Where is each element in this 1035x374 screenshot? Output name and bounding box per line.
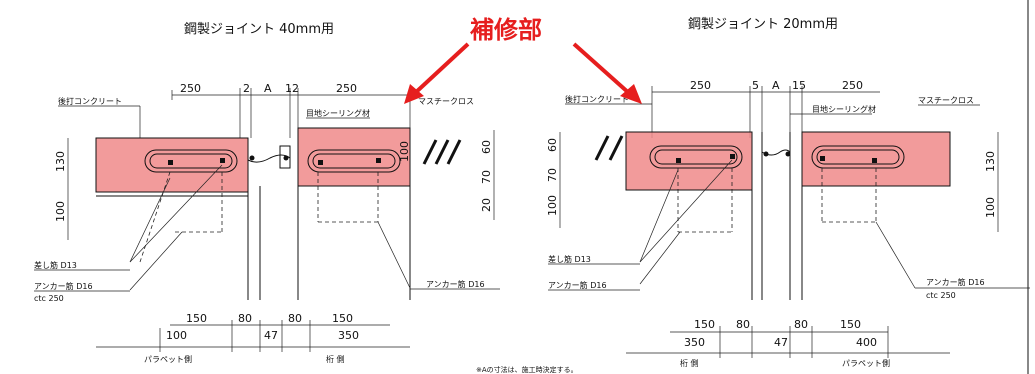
left-label-ctc: ctc 250: [34, 294, 64, 303]
right-dim-b47: 47: [774, 336, 788, 349]
left-label-mastic: マスチークロス: [418, 97, 474, 106]
right-title: 鋼製ジョイント 20mm用: [688, 17, 838, 32]
right-dim-b350: 350: [684, 336, 705, 349]
right-dim-100l: 100: [546, 195, 559, 216]
left-dim-60: 60: [480, 140, 493, 154]
repair-label: 補修部: [469, 16, 542, 44]
callout-arrow-right: [572, 42, 642, 104]
right-label-sealing: 目地シーリング材: [812, 104, 876, 114]
right-dim-b150a: 150: [694, 318, 715, 331]
left-title: 鋼製ジョイント 40mm用: [184, 22, 334, 37]
right-dim-b150b: 150: [840, 318, 861, 331]
right-label-anchor: アンカー筋 D16: [548, 280, 607, 290]
right-dim-a: A: [772, 79, 780, 92]
right-detail: 鋼製ジョイント 20mm用 250 5 A 15 250 後打コンクリート 目地…: [546, 17, 1030, 368]
left-dim-70: 70: [480, 170, 493, 184]
left-dim-100r: 100: [398, 141, 411, 162]
footnote: ※Aの寸法は、施工時決定する。: [476, 365, 578, 374]
right-dim-250a: 250: [690, 79, 711, 92]
right-dim-100r: 100: [984, 197, 997, 218]
right-dim-15: 15: [792, 79, 806, 92]
left-dim-100l: 100: [54, 201, 67, 222]
left-dim-b350: 350: [338, 329, 359, 342]
callout-arrow-left: [404, 42, 470, 104]
right-label-concrete: 後打コンクリート: [565, 94, 629, 104]
left-label-anchor: アンカー筋 D16: [34, 281, 93, 291]
left-dim-a: A: [264, 82, 272, 95]
right-label-rebar: 差し筋 D13: [548, 254, 591, 264]
left-dim-b47: 47: [264, 329, 278, 342]
left-dim-2: 2: [243, 82, 250, 95]
right-label-anchor-right: アンカー筋 D16: [926, 277, 985, 287]
right-dim-b80a: 80: [736, 318, 750, 331]
left-dim-250a: 250: [180, 82, 201, 95]
left-dim-b150b: 150: [332, 312, 353, 325]
right-dim-5: 5: [752, 79, 759, 92]
left-label-concrete: 後打コンクリート: [58, 96, 122, 106]
right-label-parapet: パラペット側: [842, 358, 890, 368]
right-dim-60: 60: [546, 138, 559, 152]
left-label-anchor-right: アンカー筋 D16: [426, 279, 485, 289]
left-dim-12: 12: [285, 82, 299, 95]
right-label-mastic: マスチークロス: [918, 96, 974, 105]
left-dim-b100: 100: [166, 329, 187, 342]
left-dim-b150a: 150: [186, 312, 207, 325]
left-label-parapet: パラペット側: [144, 354, 192, 364]
left-dim-130: 130: [54, 151, 67, 172]
left-dim-b80a: 80: [238, 312, 252, 325]
left-label-girder: 桁 側: [326, 354, 345, 364]
left-dim-b80b: 80: [288, 312, 302, 325]
right-repair-zone-girder: [626, 132, 752, 190]
left-label-rebar: 差し筋 D13: [34, 260, 77, 270]
right-dim-250b: 250: [842, 79, 863, 92]
right-dim-b400: 400: [856, 336, 877, 349]
left-dim-20: 20: [480, 198, 493, 212]
right-label-girder: 桁 側: [680, 358, 699, 368]
left-detail: 鋼製ジョイント 40mm用 250 2 A 12 250 後打コンクリート 目地…: [34, 22, 500, 364]
left-label-sealing: 目地シーリング材: [306, 108, 370, 118]
right-dim-130: 130: [984, 151, 997, 172]
right-label-ctc: ctc 250: [926, 291, 956, 300]
left-repair-zone-girder: [298, 128, 410, 186]
right-dim-b80b: 80: [794, 318, 808, 331]
left-dim-250b: 250: [336, 82, 357, 95]
right-dim-70: 70: [546, 168, 559, 182]
